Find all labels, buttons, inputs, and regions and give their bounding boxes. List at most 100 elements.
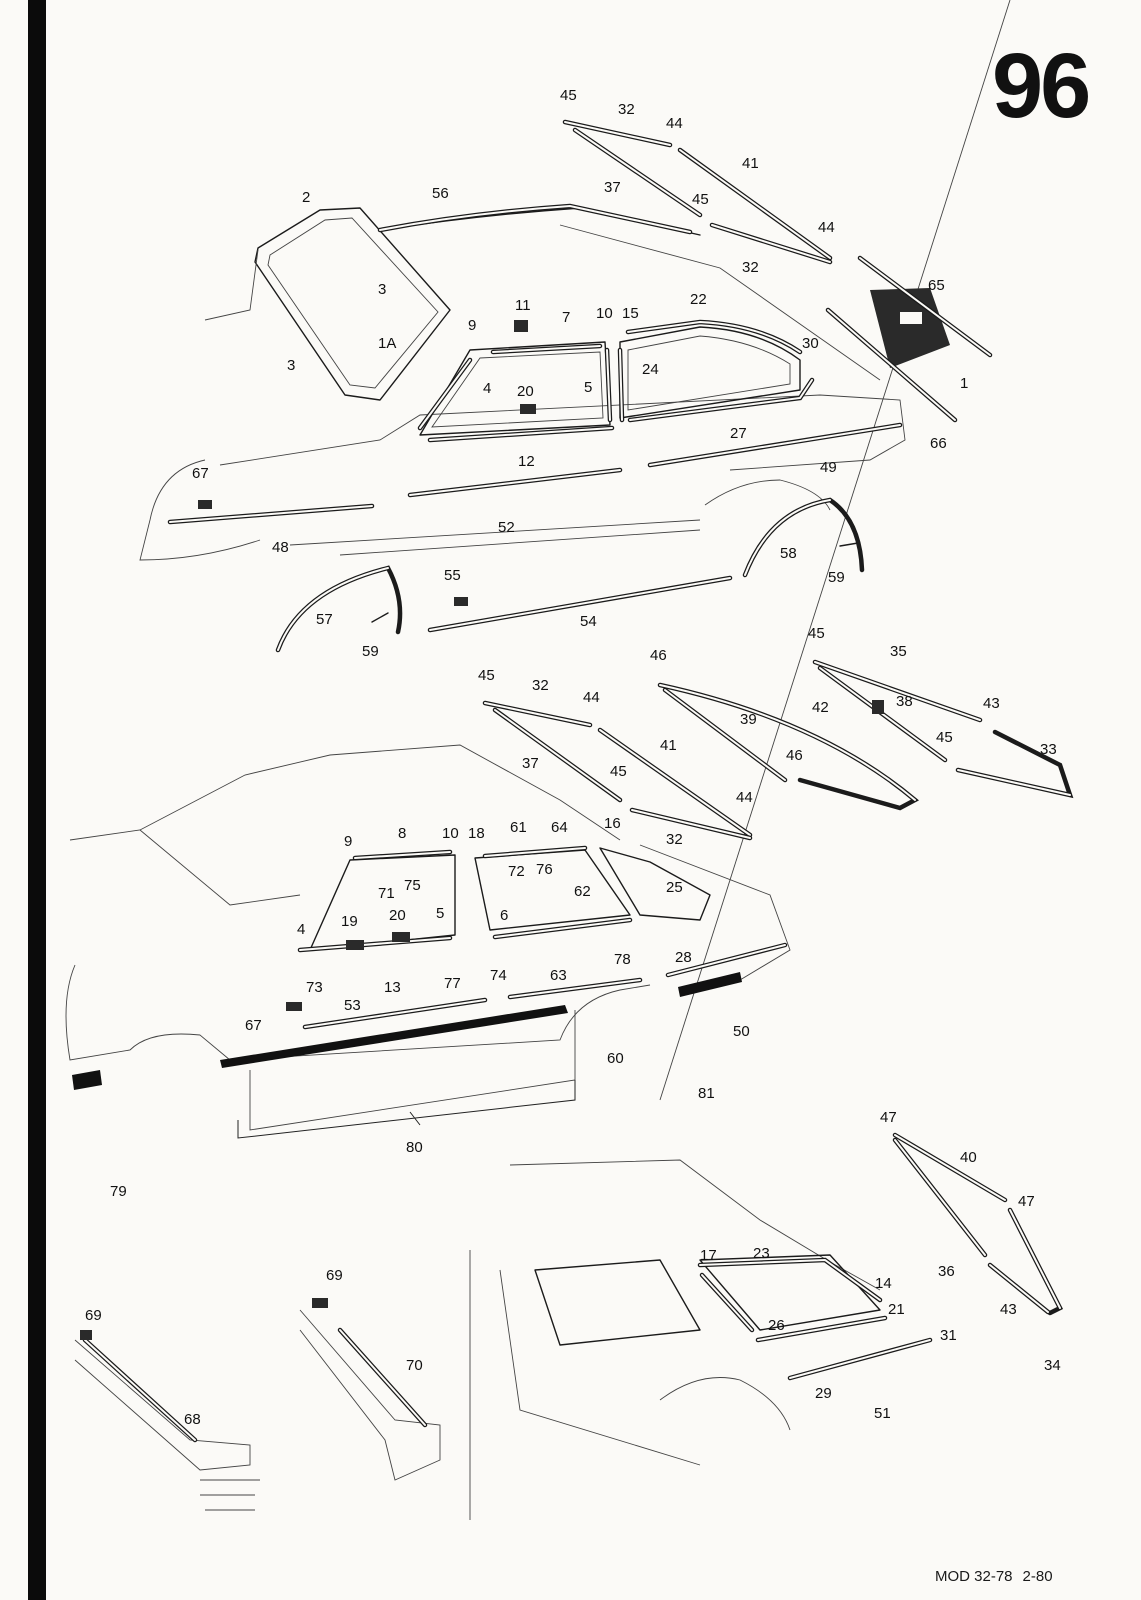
callout-label: 64 [551,819,568,836]
callout-label: 76 [536,861,553,878]
binding-strip [28,0,46,1600]
callout-label: 43 [1000,1301,1017,1318]
coupe-view [139,0,1011,1101]
callout-label: 19 [341,913,358,930]
callout-label: 36 [938,1263,955,1280]
callout-label: 78 [614,951,631,968]
callout-label: 48 [272,539,289,556]
callout-label: 65 [928,277,945,294]
quarter-window-view [892,1132,1064,1316]
callout-label: 51 [874,1405,891,1422]
callout-label: 33 [1040,741,1057,758]
callout-label: 54 [580,613,597,630]
callout-label: 23 [753,1245,770,1262]
callout-label: 45 [560,87,577,104]
callout-label: 15 [622,305,639,322]
callout-label: 9 [344,833,352,850]
callout-label: 43 [983,695,1000,712]
issue-date: 2-80 [1022,1568,1053,1585]
callout-label: 5 [584,379,592,396]
callout-label: 3 [287,357,295,374]
callout-label: 61 [510,819,527,836]
callout-label: 10 [596,305,613,322]
callout-label: 77 [444,975,461,992]
callout-label: 17 [700,1247,717,1264]
callout-label: 21 [888,1301,905,1318]
callout-label: 12 [518,453,535,470]
callout-label: 30 [802,335,819,352]
callout-label: 46 [650,647,667,664]
callout-label: 9 [468,317,476,334]
callout-label: 2 [302,189,310,206]
callout-label: 67 [192,465,209,482]
callout-label: 56 [432,185,449,202]
callout-label: 5 [436,905,444,922]
callout-label: 68 [184,1411,201,1428]
callout-label: 10 [442,825,459,842]
callout-label: 31 [940,1327,957,1344]
callout-label: 45 [936,729,953,746]
callout-label: 24 [642,361,659,378]
callout-label: 79 [110,1183,127,1200]
callout-label: 41 [742,155,759,172]
callout-label: 16 [604,815,621,832]
callout-label: 49 [820,459,837,476]
callout-label: 39 [740,711,757,728]
callout-label: 46 [786,747,803,764]
page-number: 96 [992,35,1091,137]
callout-label: 57 [316,611,333,628]
callout-label: 62 [574,883,591,900]
callout-label: 11 [515,297,531,314]
callout-label: 45 [808,625,825,642]
callout-label: 38 [896,693,913,710]
callout-label: 20 [389,907,406,924]
callout-label: 44 [818,219,835,236]
callout-label: 1 [960,375,968,392]
callout-label: 42 [812,699,829,716]
callout-label: 44 [666,115,683,132]
callout-label: 4 [297,921,305,938]
callout-label: 45 [478,667,495,684]
callout-label: 74 [490,967,507,984]
callout-label: 29 [815,1385,832,1402]
callout-label: 44 [736,789,753,806]
callout-label: 22 [690,291,707,308]
callout-label: 67 [245,1017,262,1034]
callout-label: 80 [406,1139,423,1156]
callout-label: 26 [768,1317,785,1334]
callout-label: 32 [618,101,635,118]
callout-label: 6 [500,907,508,924]
callout-label: 45 [692,191,709,208]
callout-label: 71 [378,885,395,902]
callout-label: 13 [384,979,401,996]
callout-label: 37 [604,179,621,196]
callout-label: 69 [85,1307,102,1324]
callout-label: 69 [326,1267,343,1284]
callout-label: 53 [344,997,361,1014]
callout-label: 55 [444,567,461,584]
sedan-view [65,659,1074,1139]
callout-label: 44 [583,689,600,706]
callout-label: 47 [1018,1193,1035,1210]
callout-label: 47 [880,1109,897,1126]
callout-label: 18 [468,825,485,842]
callout-label: 72 [508,863,525,880]
callout-label: 59 [362,643,379,660]
callout-label: 28 [675,949,692,966]
callout-label: 59 [828,569,845,586]
callout-label: 32 [532,677,549,694]
callout-label: 25 [666,879,683,896]
callout-label: 45 [610,763,627,780]
callout-label: 58 [780,545,797,562]
callout-label: 20 [517,383,534,400]
callout-label: 70 [406,1357,423,1374]
callout-label: 75 [404,877,421,894]
callout-label: 27 [730,425,747,442]
callout-label: 50 [733,1023,750,1040]
callout-label: 63 [550,967,567,984]
callout-label: 3 [378,281,386,298]
callout-label: 73 [306,979,323,996]
callout-label: 4 [483,380,491,397]
callout-label: 81 [698,1085,715,1102]
